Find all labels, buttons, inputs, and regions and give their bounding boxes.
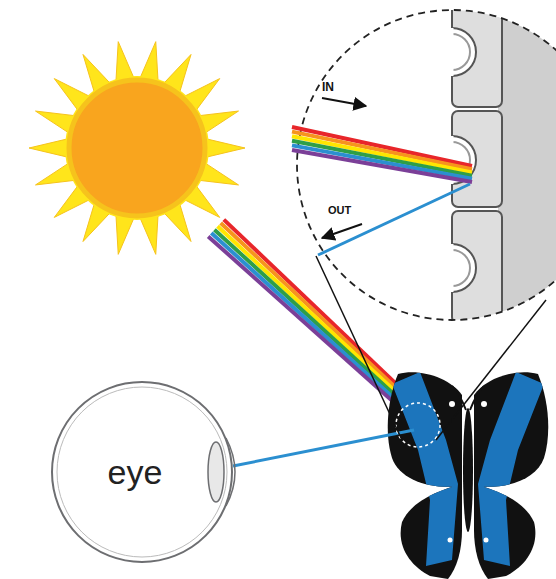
- direction-label: OUT: [328, 204, 351, 216]
- zoom-spot: [396, 403, 440, 447]
- out-ray: [318, 184, 470, 255]
- sun-rays: [29, 42, 245, 255]
- zoom-rays: [292, 127, 472, 182]
- out-arrow: [322, 224, 362, 238]
- reflected-ray: [233, 430, 414, 466]
- eye-label: eye: [108, 453, 163, 492]
- eye-circle: eye: [50, 380, 234, 564]
- direction-label: IN: [322, 80, 334, 94]
- in-arrow: [322, 98, 366, 106]
- butterfly: [388, 372, 549, 579]
- sun-disk: [69, 80, 205, 216]
- leader-line: [436, 300, 546, 440]
